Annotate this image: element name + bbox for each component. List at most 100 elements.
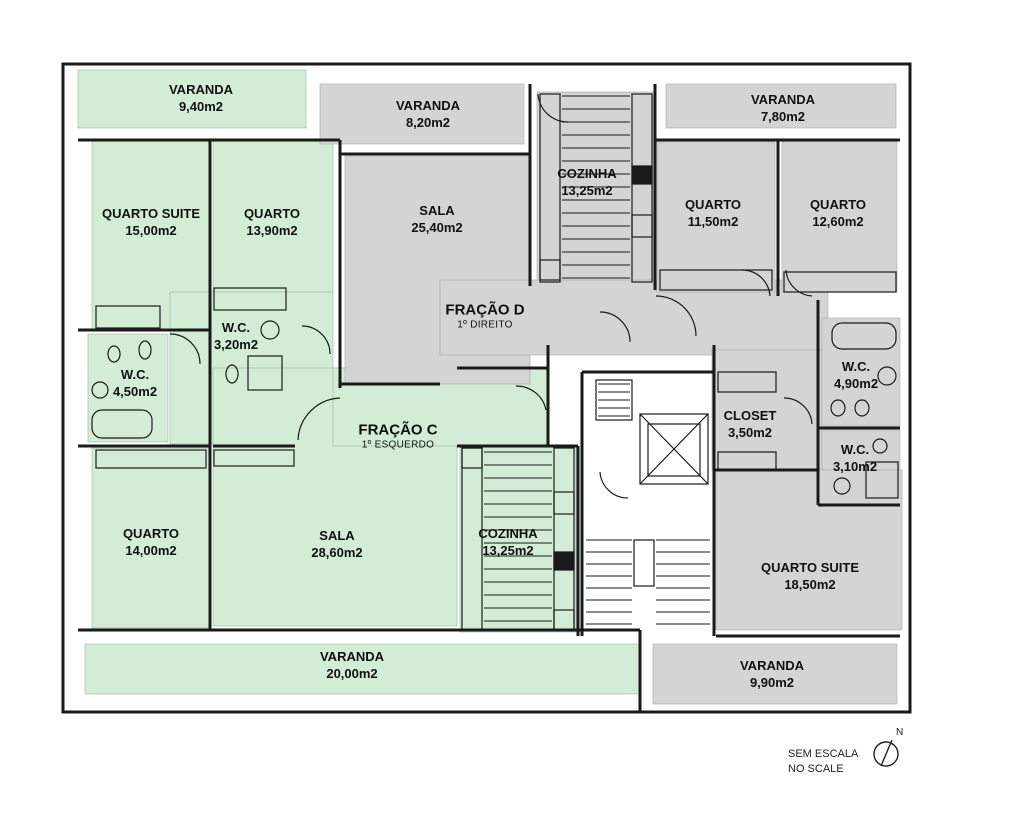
- wardrobe: [95, 305, 161, 329]
- room-name: SALA: [419, 203, 455, 218]
- elevator-cross: [639, 413, 709, 485]
- d-quarto-suite-area: [715, 469, 903, 631]
- toilet-icon: [830, 399, 846, 417]
- fracao-c-label: FRAÇÃO C 1º ESQUERDO: [358, 422, 437, 453]
- room-label-c-wc-small: W.C. 3,20m2: [214, 319, 258, 353]
- room-area: 28,60m2: [311, 545, 363, 560]
- room-name: SALA: [319, 528, 355, 543]
- wardrobe: [213, 449, 295, 467]
- room-name: COZINHA: [557, 166, 617, 181]
- door-swing: [741, 269, 771, 297]
- counter: [631, 93, 653, 283]
- room-label-c-quarto-top: QUARTO 13,90m2: [244, 205, 300, 239]
- north-arrow-icon: [873, 739, 899, 767]
- d-quarto-b-area: [781, 141, 898, 293]
- freezer-icon: [461, 447, 483, 469]
- room-area: 4,50m2: [112, 384, 158, 399]
- fridge-icon: [631, 165, 653, 185]
- room-area: 20,00m2: [326, 666, 378, 681]
- bathtub-icon: [91, 409, 153, 439]
- room-label-d-varanda-bottom: VARANDA 9,90m2: [740, 657, 804, 691]
- room-area: 9,40m2: [178, 99, 224, 114]
- walls: [61, 62, 912, 714]
- room-label-c-quarto-bottom: QUARTO 14,00m2: [123, 525, 179, 559]
- room-label-c-varanda-top: VARANDA 9,40m2: [169, 81, 233, 115]
- room-label-c-wc: W.C. 4,50m2: [113, 366, 157, 400]
- room-name: W.C.: [120, 367, 150, 382]
- toilet-icon: [225, 364, 239, 384]
- room-area: 13,25m2: [482, 543, 534, 558]
- room-area: 15,00m2: [125, 223, 177, 238]
- details: [91, 93, 899, 631]
- d-varanda-left-area: [319, 83, 525, 145]
- room-area: 3,50m2: [727, 425, 773, 440]
- room-label-d-wc-b: W.C. 3,10m2: [833, 441, 877, 475]
- room-area: 4,90m2: [833, 376, 879, 391]
- north-label: N: [896, 727, 904, 738]
- d-hall-area: [711, 349, 823, 471]
- room-name: VARANDA: [168, 82, 234, 97]
- room-name: W.C.: [840, 442, 870, 457]
- scale-note: SEM ESCALA NO SCALE: [788, 747, 858, 777]
- room-label-d-quarto-a: QUARTO 11,50m2: [685, 196, 741, 230]
- room-name: QUARTO: [684, 197, 742, 212]
- sink-icon: [872, 438, 888, 454]
- wardrobe: [95, 449, 207, 469]
- room-area: 11,50m2: [687, 214, 739, 229]
- elevator-icon: [639, 413, 709, 485]
- stair-core: [595, 379, 633, 421]
- c-cozinha-area: [459, 445, 577, 633]
- room-name: QUARTO SUITE: [102, 206, 200, 221]
- room-name: W.C.: [221, 320, 251, 335]
- room-name: COZINHA: [478, 526, 538, 541]
- toilet-icon: [854, 399, 870, 417]
- room-name: W.C.: [841, 359, 871, 374]
- door-swing: [301, 325, 331, 355]
- sink-icon: [260, 320, 280, 340]
- sink-icon: [91, 381, 109, 399]
- room-name: VARANDA: [319, 649, 385, 664]
- d-quarto-a-area: [656, 141, 776, 293]
- d-varanda-right-area: [665, 83, 897, 129]
- wardrobe: [717, 451, 777, 471]
- stove-icon: [631, 214, 653, 238]
- freezer-icon: [539, 259, 561, 281]
- c-varanda-top-area: [77, 69, 307, 129]
- fracao-d-area: [319, 83, 903, 705]
- c-varanda-bottom-area: [84, 643, 640, 695]
- scale-note-line1: SEM ESCALA: [788, 748, 859, 760]
- room-name: CLOSET: [723, 408, 777, 423]
- room-label-d-closet: CLOSET 3,50m2: [724, 407, 777, 441]
- door-swing: [599, 471, 629, 499]
- room-label-d-quarto-b: QUARTO 12,60m2: [810, 196, 866, 230]
- room-label-d-varanda-right: VARANDA 7,80m2: [751, 91, 815, 125]
- freezer-icon: [553, 609, 575, 631]
- room-area: 12,60m2: [812, 214, 864, 229]
- room-label-c-cozinha: COZINHA 13,25m2: [478, 525, 537, 559]
- fracao-name: FRAÇÃO D: [445, 301, 525, 319]
- stair-well: [633, 539, 655, 587]
- door-swing: [599, 311, 631, 343]
- room-label-d-cozinha: COZINHA 13,25m2: [557, 165, 616, 199]
- room-label-d-quarto-suite: QUARTO SUITE 18,50m2: [761, 559, 859, 593]
- fracao-d-label: FRAÇÃO D 1º DIREITO: [445, 302, 524, 333]
- shower-icon: [865, 461, 899, 499]
- wardrobe: [213, 287, 287, 311]
- room-label-d-wc-a: W.C. 4,90m2: [834, 358, 878, 392]
- room-name: QUARTO: [243, 206, 301, 221]
- room-name: QUARTO: [809, 197, 867, 212]
- elevator-car: [647, 423, 701, 477]
- d-wc-a-area: [821, 317, 901, 427]
- stair-treads: [484, 95, 710, 625]
- room-area: 7,80m2: [760, 109, 806, 124]
- bathtub-icon: [831, 322, 897, 350]
- d-corridor-area: [439, 279, 829, 356]
- room-label-d-varanda-left: VARANDA 8,20m2: [396, 97, 460, 131]
- room-name: VARANDA: [739, 658, 805, 673]
- room-name: VARANDA: [750, 92, 816, 107]
- room-area: 3,10m2: [832, 459, 878, 474]
- door-swing: [515, 385, 547, 411]
- door-swing: [297, 397, 341, 441]
- room-label-c-sala: SALA 28,60m2: [311, 527, 362, 561]
